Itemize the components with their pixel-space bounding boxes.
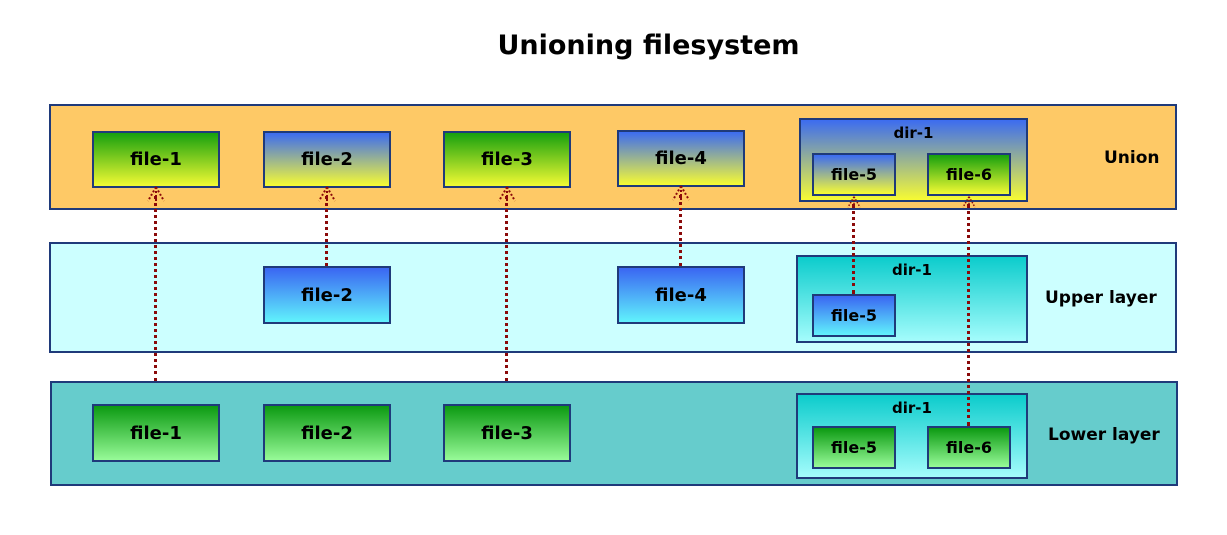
lower-layer-label: Lower layer xyxy=(1048,425,1160,445)
link-file-3 xyxy=(505,196,508,381)
upper-file-2: file-2 xyxy=(263,266,391,324)
upper-dir-1-file-5: file-5 xyxy=(812,294,896,337)
upper-file-4: file-4 xyxy=(617,266,745,324)
union-file-2: file-2 xyxy=(263,131,391,188)
arrowhead-icon xyxy=(672,185,690,201)
arrowhead-icon xyxy=(318,186,336,202)
union-file-1: file-1 xyxy=(92,131,220,188)
union-dir-1-file-5: file-5 xyxy=(812,153,896,196)
arrowhead-icon xyxy=(962,196,976,208)
link-dir-1-file-5 xyxy=(852,204,855,294)
lower-dir-1-file-5: file-5 xyxy=(812,426,896,469)
lower-dir-1-file-6: file-6 xyxy=(927,426,1011,469)
union-layer-label: Union xyxy=(1104,148,1160,168)
link-file-1 xyxy=(154,196,157,381)
link-file-4 xyxy=(679,195,682,266)
lower-file-3: file-3 xyxy=(443,404,571,462)
diagram-title: Unioning filesystem xyxy=(497,30,800,61)
lower-file-2: file-2 xyxy=(263,404,391,462)
arrowhead-icon xyxy=(498,186,516,202)
lower-file-1: file-1 xyxy=(92,404,220,462)
union-dir-1-label: dir-1 xyxy=(893,124,934,142)
arrowhead-icon xyxy=(147,186,165,202)
upper-dir-1-label: dir-1 xyxy=(892,261,932,279)
union-dir-1-file-6: file-6 xyxy=(927,153,1011,196)
lower-dir-1-label: dir-1 xyxy=(892,399,932,417)
link-dir-1-file-6 xyxy=(967,204,970,426)
link-file-2 xyxy=(325,196,328,266)
union-file-3: file-3 xyxy=(443,131,571,188)
upper-layer-label: Upper layer xyxy=(1045,288,1157,308)
union-file-4: file-4 xyxy=(617,130,745,187)
arrowhead-icon xyxy=(847,196,861,208)
